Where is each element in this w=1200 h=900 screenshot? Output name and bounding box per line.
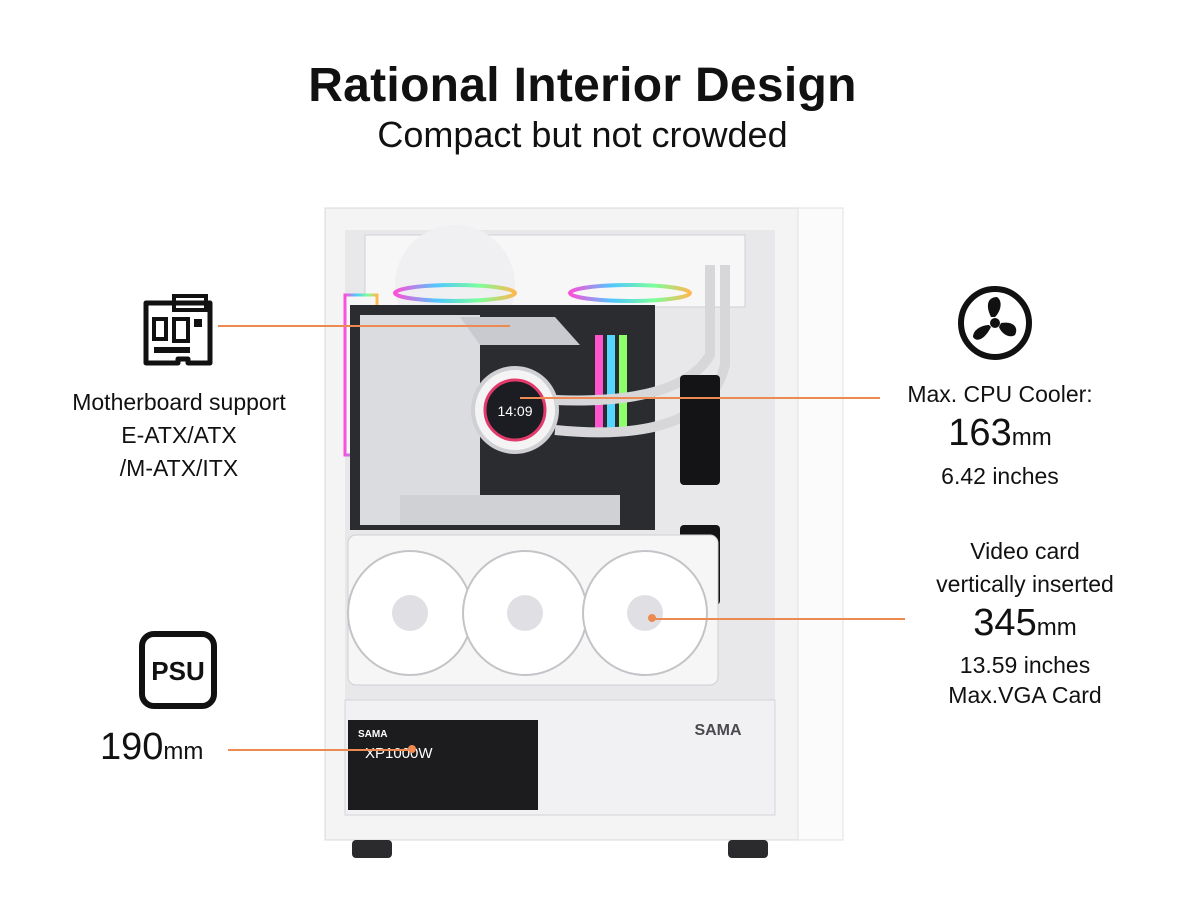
psu-brand-text: SAMA bbox=[358, 729, 387, 740]
psu-value: 190 bbox=[100, 726, 164, 768]
video-card-note: Max.VGA Card bbox=[948, 682, 1102, 708]
psu-unit: mm bbox=[163, 738, 204, 765]
cpu-cooler-title: Max. CPU Cooler: bbox=[907, 381, 1093, 407]
gpu-callout-line bbox=[655, 618, 905, 620]
aio-time: 14:09 bbox=[497, 403, 532, 419]
cpu-cooler-label: Max. CPU Cooler: 163mm 6.42 inches bbox=[880, 378, 1120, 493]
psu-size: 190mm bbox=[100, 725, 230, 774]
video-card-line-2: vertically inserted bbox=[936, 571, 1114, 597]
page-subtitle: Compact but not crowded bbox=[377, 114, 788, 155]
cpu-cooler-inches: 6.42 inches bbox=[941, 463, 1059, 489]
video-card-value: 345 bbox=[973, 602, 1037, 644]
video-card-unit: mm bbox=[1036, 614, 1077, 641]
psu-model-text: XP1000W bbox=[365, 745, 433, 762]
fan-icon bbox=[955, 283, 1035, 363]
motherboard-label: Motherboard support E-ATX/ATX /M-ATX/ITX bbox=[40, 386, 318, 485]
psu-icon-text: PSU bbox=[151, 656, 204, 686]
psu-callout-dot bbox=[408, 745, 416, 753]
psu-icon: PSU bbox=[138, 630, 218, 710]
motherboard-line-3: /M-ATX/ITX bbox=[119, 455, 239, 481]
video-card-inches: 13.59 inches bbox=[959, 652, 1091, 678]
video-card-line-1: Video card bbox=[970, 538, 1080, 564]
video-card-size: 345mm bbox=[905, 601, 1145, 650]
motherboard-icon bbox=[138, 293, 218, 373]
gpu-callout-dot bbox=[648, 614, 656, 622]
motherboard-callout-line bbox=[218, 325, 510, 327]
motherboard-line-1: Motherboard support bbox=[72, 389, 286, 415]
video-card-label: Video card vertically inserted 345mm 13.… bbox=[905, 535, 1145, 710]
pc-case-image: 14:09 SAMA XP1000W SAMA bbox=[310, 205, 850, 865]
page-title: Rational Interior Design bbox=[308, 59, 857, 112]
motherboard-line-2: E-ATX/ATX bbox=[121, 422, 237, 448]
cpu-cooler-unit: mm bbox=[1011, 424, 1052, 451]
cpu-callout-line bbox=[520, 397, 880, 399]
cpu-cooler-value: 163 bbox=[948, 412, 1012, 454]
case-brand-text: SAMA bbox=[694, 722, 742, 739]
cpu-cooler-size: 163mm bbox=[880, 411, 1120, 460]
psu-callout-line bbox=[228, 749, 413, 751]
